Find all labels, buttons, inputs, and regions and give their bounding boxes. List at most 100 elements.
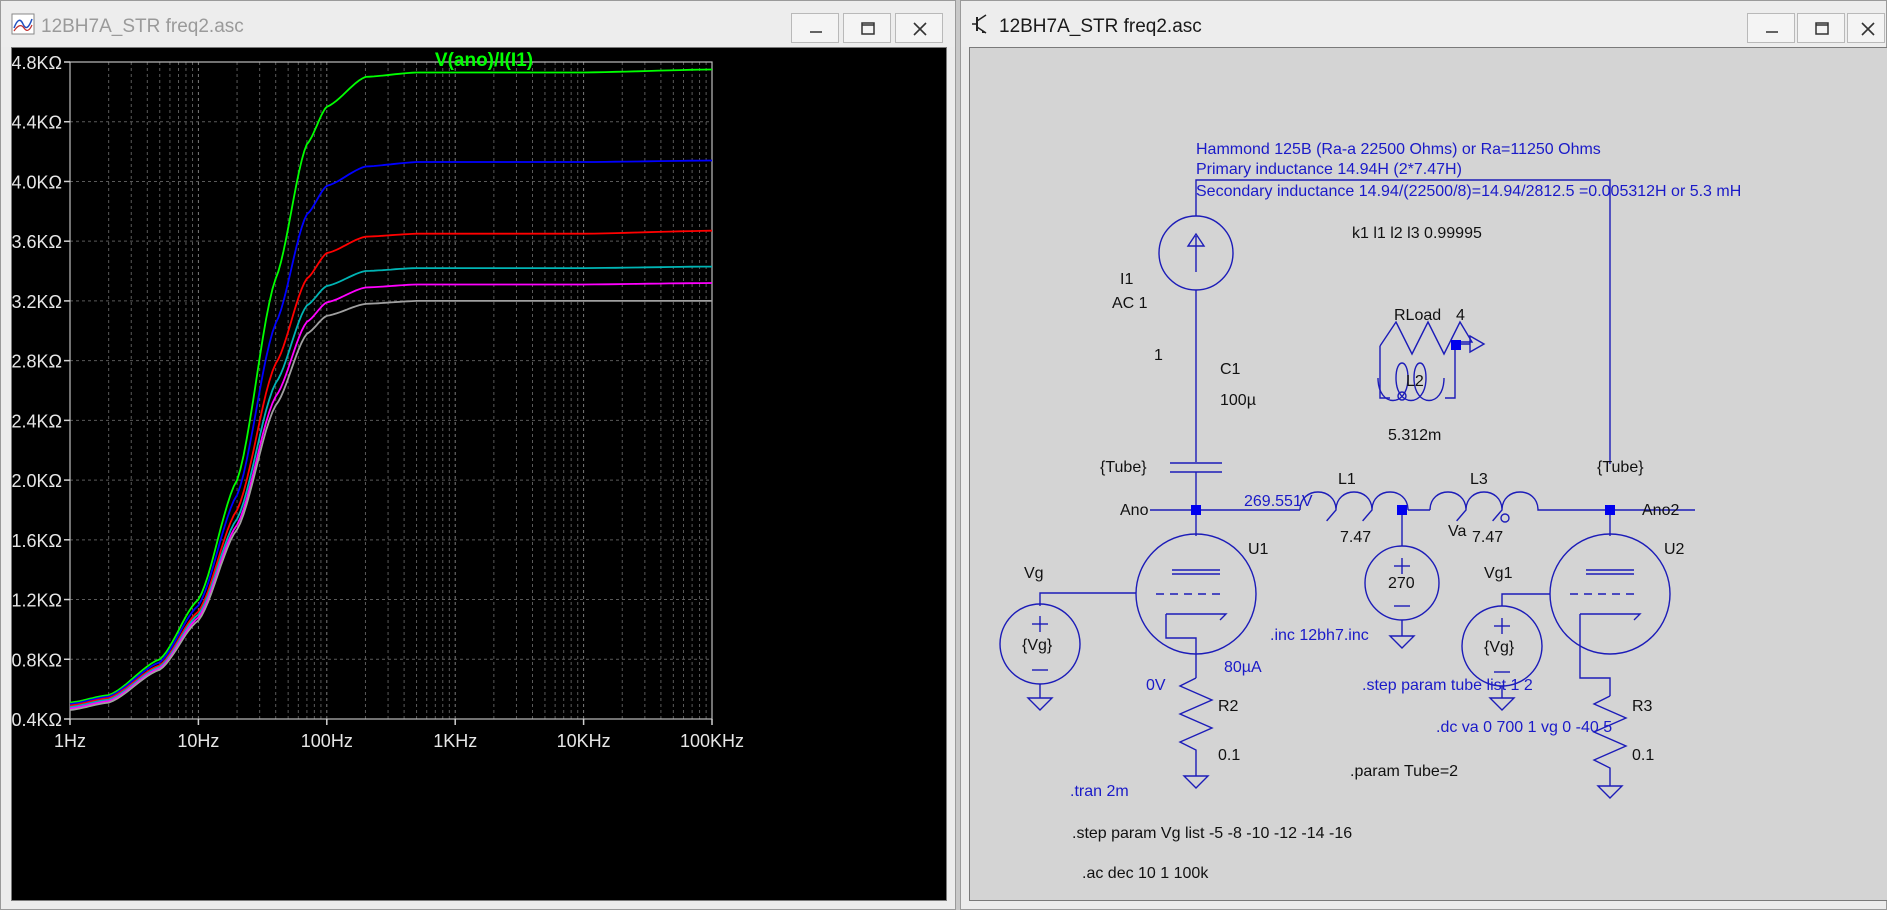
param-tube-directive[interactable]: .param Tube=2	[1350, 763, 1458, 780]
r3-name[interactable]: R3	[1632, 698, 1653, 715]
k-statement[interactable]: k1 l1 l2 l3 0.99995	[1352, 225, 1482, 242]
y-tick-label: 4.4KΩ	[12, 113, 62, 133]
ano2-label[interactable]: Ano2	[1642, 502, 1679, 519]
schematic-canvas[interactable]: k1 l1 l2 l3 0.99995 I1 AC 1 1 C1 100µ {T…	[969, 47, 1887, 901]
capacitor-c1[interactable]	[1170, 462, 1222, 473]
i1-value[interactable]: AC 1	[1112, 295, 1148, 312]
u2-name[interactable]: U2	[1664, 541, 1685, 558]
l2-phase-dot	[1397, 391, 1407, 401]
series-line-2[interactable]	[69, 159, 713, 705]
waveform-icon	[11, 13, 35, 35]
bode-plot[interactable]: 0.4KΩ0.8KΩ1.2KΩ1.6KΩ2.0KΩ2.4KΩ2.8KΩ3.2KΩ…	[12, 48, 946, 902]
inductor-l2[interactable]	[1377, 362, 1445, 402]
x-tick-label: 1KHz	[433, 731, 477, 751]
tube-param-left[interactable]: {Tube}	[1100, 459, 1147, 476]
series-line-1[interactable]	[69, 68, 713, 704]
y-axis-ticks: 0.4KΩ0.8KΩ1.2KΩ1.6KΩ2.0KΩ2.4KΩ2.8KΩ3.2KΩ…	[12, 53, 70, 730]
plot-frame	[69, 61, 713, 720]
tube-param-right[interactable]: {Tube}	[1597, 459, 1644, 476]
l3-name[interactable]: L3	[1470, 471, 1488, 488]
resistor-r3[interactable]	[1592, 695, 1628, 786]
inductor-l1[interactable]	[1299, 491, 1409, 522]
ground-icon	[1388, 620, 1416, 649]
y-tick-label: 0.8KΩ	[12, 650, 62, 670]
ano-node-voltage: 269.551V	[1244, 493, 1313, 510]
r3-value[interactable]: 0.1	[1632, 747, 1654, 764]
ground-icon	[1488, 686, 1516, 711]
maximize-button[interactable]	[843, 13, 891, 43]
r2-name[interactable]: R2	[1218, 698, 1239, 715]
triode-u2[interactable]	[1549, 533, 1671, 655]
u1-name[interactable]: U1	[1248, 541, 1269, 558]
dc-directive[interactable]: .dc va 0 700 1 vg 0 -40 5	[1436, 719, 1612, 736]
step-vg-directive[interactable]: .step param Vg list -5 -8 -10 -12 -14 -1…	[1072, 825, 1352, 842]
rload-value[interactable]: 4	[1456, 307, 1465, 324]
y-tick-label: 1.2KΩ	[12, 591, 62, 611]
vg1-name[interactable]: Vg1	[1484, 565, 1513, 582]
l1-value[interactable]: 7.47	[1340, 529, 1371, 546]
close-button[interactable]	[895, 13, 943, 43]
r2-value[interactable]: 0.1	[1218, 747, 1240, 764]
l2-name[interactable]: L2	[1406, 373, 1424, 390]
schematic-window[interactable]: 12BH7A_STR freq2.asc	[960, 0, 1887, 910]
series-line-3[interactable]	[69, 229, 713, 707]
va-name[interactable]: Va	[1448, 523, 1466, 540]
series-line-5[interactable]	[69, 282, 713, 710]
tran-directive[interactable]: .tran 2m	[1070, 783, 1129, 800]
comment-line-2[interactable]: Primary inductance 14.94H (2*7.47H)	[1196, 161, 1462, 178]
l1-name[interactable]: L1	[1338, 471, 1356, 488]
trace-label[interactable]: V(ano)/I(I1)	[435, 50, 533, 71]
triode-u1[interactable]	[1135, 533, 1257, 655]
close-icon	[913, 22, 927, 36]
rload-name[interactable]: RLoad	[1394, 307, 1441, 324]
resistor-r2[interactable]	[1178, 677, 1214, 776]
schematic-titlebar[interactable]: 12BH7A_STR freq2.asc	[961, 1, 1886, 47]
va-value[interactable]: 270	[1388, 575, 1415, 592]
y-tick-label: 1.6KΩ	[12, 531, 62, 551]
ano-label[interactable]: Ano	[1120, 502, 1149, 519]
vg1-wire	[1501, 593, 1550, 606]
ground-icon	[1026, 684, 1054, 711]
y-tick-label: 0.4KΩ	[12, 710, 62, 730]
c1-name[interactable]: C1	[1220, 361, 1241, 378]
schematic-window-title: 12BH7A_STR freq2.asc	[999, 16, 1202, 37]
u2-plate	[1586, 569, 1634, 575]
minimize-button[interactable]	[1747, 13, 1795, 43]
comment-line-3[interactable]: Secondary inductance 14.94/(22500/8)=14.…	[1196, 183, 1741, 200]
maximize-button[interactable]	[1797, 13, 1845, 43]
schematic-drawing[interactable]: k1 l1 l2 l3 0.99995 I1 AC 1 1 C1 100µ {T…	[970, 48, 1887, 902]
minimize-icon	[810, 31, 822, 33]
series-line-4[interactable]	[69, 265, 712, 708]
waveform-titlebar[interactable]: 12BH7A_STR freq2.asc	[1, 1, 955, 47]
u1-plate	[1172, 569, 1220, 575]
transistor-icon	[972, 14, 987, 34]
y-tick-label: 2.4KΩ	[12, 411, 62, 431]
inc-directive[interactable]: .inc 12bh7.inc	[1270, 627, 1369, 644]
series-line-6[interactable]	[69, 300, 712, 711]
vg-wire	[1039, 592, 1136, 606]
inductor-l3[interactable]	[1429, 491, 1610, 522]
step-tube-directive[interactable]: .step param tube list 1 2	[1362, 677, 1533, 694]
source-polarity-icons	[1032, 558, 1510, 673]
i1-name[interactable]: I1	[1120, 271, 1133, 288]
vg1-value[interactable]: {Vg}	[1484, 639, 1515, 656]
top-wire	[1195, 179, 1611, 464]
l2-value[interactable]: 5.312m	[1388, 427, 1441, 444]
close-button[interactable]	[1847, 13, 1885, 43]
current-arrow-icon	[1186, 232, 1206, 272]
minimize-button[interactable]	[791, 13, 839, 43]
y-tick-label: 4.8KΩ	[12, 53, 62, 73]
comment-line-1[interactable]: Hammond 125B (Ra-a 22500 Ohms) or Ra=112…	[1196, 141, 1601, 158]
l3-value[interactable]: 7.47	[1472, 529, 1503, 546]
vg-value[interactable]: {Vg}	[1022, 637, 1053, 654]
u1-cathode	[1166, 613, 1228, 621]
x-tick-label: 1Hz	[54, 731, 86, 751]
waveform-window[interactable]: 12BH7A_STR freq2.asc 0.4KΩ 0.8KΩ 1.2KΩ 1.6K…	[0, 0, 956, 910]
c1-value[interactable]: 100µ	[1220, 392, 1256, 409]
vg-name[interactable]: Vg	[1024, 565, 1044, 582]
ac-directive[interactable]: .ac dec 10 1 100k	[1082, 865, 1209, 882]
waveform-window-title: 12BH7A_STR freq2.asc	[41, 16, 244, 37]
u2-cathode	[1580, 613, 1642, 621]
